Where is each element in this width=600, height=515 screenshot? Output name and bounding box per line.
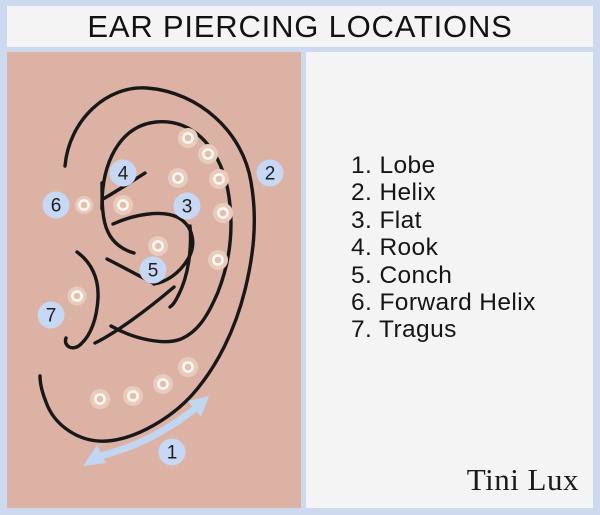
- badge-flat: 3: [173, 192, 201, 220]
- piercing-stud-icon: [113, 195, 133, 215]
- legend-item-tragus: 7. Tragus: [351, 316, 457, 344]
- location-badges: 1 2 3 4 5 6 7: [37, 159, 284, 466]
- badge-conch: 5: [139, 256, 167, 284]
- legend-panel: 1. Lobe 2. Helix 3. Flat 4. Rook 5. Conc…: [306, 52, 593, 508]
- badge-helix: 2: [256, 159, 284, 187]
- svg-text:4: 4: [118, 164, 129, 185]
- piercing-studs: [67, 128, 233, 409]
- ear-outer-helix-line: [38, 86, 257, 443]
- piercing-stud-icon: [209, 169, 229, 189]
- piercing-stud-icon: [153, 374, 173, 394]
- piercing-stud-icon: [198, 144, 218, 164]
- svg-text:7: 7: [46, 306, 57, 327]
- ear-outline-drawing: [38, 86, 257, 443]
- piercing-stud-icon: [123, 386, 143, 406]
- piercing-stud-icon: [67, 286, 87, 306]
- badge-lobe: 1: [158, 438, 186, 466]
- page-title: EAR PIERCING LOCATIONS: [87, 8, 513, 44]
- ear-tragus-line: [63, 250, 100, 350]
- piercing-stud-icon: [208, 250, 228, 270]
- svg-text:6: 6: [51, 196, 62, 217]
- ear-antihelix-tail-line: [168, 224, 193, 309]
- piercing-stud-icon: [178, 128, 198, 148]
- double-headed-curved-arrow-icon: [83, 396, 209, 466]
- ear-concha-wall-line: [100, 181, 136, 255]
- piercing-stud-icon: [168, 168, 188, 188]
- svg-text:5: 5: [148, 261, 159, 282]
- piercing-stud-icon: [90, 389, 110, 409]
- legend-item-lobe: 1. Lobe: [351, 152, 436, 179]
- legend-item-helix: 2. Helix: [351, 179, 436, 207]
- brand-logo-text: Tini Lux: [466, 462, 579, 497]
- svg-text:1: 1: [167, 443, 178, 464]
- title-bar: EAR PIERCING LOCATIONS: [7, 6, 593, 47]
- piercing-stud-icon: [213, 203, 233, 223]
- piercing-stud-icon: [75, 196, 93, 214]
- piercing-stud-icon: [148, 236, 168, 256]
- legend-item-forward-helix: 6. Forward Helix: [351, 289, 536, 317]
- badge-rook: 4: [109, 159, 137, 187]
- piercing-legend-list: 1. Lobe 2. Helix 3. Flat 4. Rook 5. Conc…: [351, 152, 536, 344]
- legend-item-conch: 5. Conch: [351, 261, 453, 289]
- badge-forward-helix: 6: [42, 191, 70, 219]
- ear-lobe-boundary-line: [93, 285, 176, 345]
- ear-diagram: 1 2 3 4 5 6 7: [37, 86, 284, 466]
- legend-item-rook: 4. Rook: [351, 234, 439, 262]
- svg-text:3: 3: [182, 197, 193, 218]
- svg-text:2: 2: [265, 164, 276, 185]
- badge-tragus: 7: [37, 301, 65, 329]
- legend-item-flat: 3. Flat: [351, 206, 422, 234]
- piercing-stud-icon: [178, 357, 198, 377]
- ear-diagram-panel: 1 2 3 4 5 6 7: [7, 52, 301, 508]
